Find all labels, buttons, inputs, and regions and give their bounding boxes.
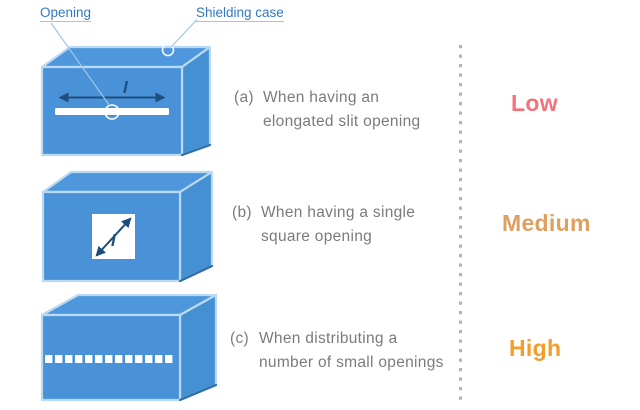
level-low: Low [511, 90, 558, 116]
level-high: High [509, 335, 562, 361]
item-a: (a) When having an elongated slit openin… [234, 86, 420, 134]
square-diagonal-symbol: l [111, 231, 116, 250]
slit-length-symbol: l [123, 78, 128, 97]
box-c-right-face [178, 293, 218, 402]
item-c-text: When distributing a number of small open… [259, 327, 444, 375]
shielding-leader-line [171, 19, 198, 47]
item-c-line2: number of small openings [259, 354, 444, 371]
square-diagonal-arrow [95, 217, 132, 257]
box-b-shadow-edge [178, 264, 214, 283]
shielding-case-label: Shielding case [196, 5, 284, 22]
item-a-line1: When having an [263, 89, 380, 106]
level-medium: Medium [502, 210, 591, 236]
item-a-text: When having an elongated slit opening [263, 86, 420, 134]
opening-callout-circle [104, 104, 120, 120]
item-c-key: (c) [230, 330, 249, 347]
box-a-right-face [180, 45, 212, 157]
item-a-line2: elongated slit opening [263, 113, 421, 130]
small-openings-row [45, 355, 173, 363]
item-a-key: (a) [234, 89, 254, 106]
item-c-line1: When distributing a [259, 330, 398, 347]
slit-opening [55, 108, 169, 115]
shield-box-slit [40, 43, 212, 157]
item-c: (c) When distributing a number of small … [230, 327, 444, 375]
item-b-line2: square opening [261, 228, 373, 245]
shield-box-square [41, 170, 214, 283]
opening-leader-line [50, 22, 110, 106]
callout-leader-lines [50, 19, 198, 106]
box-c-shadow-edge [178, 383, 218, 402]
shielding-callout-circle [161, 43, 175, 57]
item-b-key: (b) [232, 204, 252, 221]
item-b: (b) When having a single square opening [232, 201, 415, 249]
shield-box-small-holes [40, 293, 218, 402]
item-b-line1: When having a single [261, 204, 416, 221]
box-a-shadow-edge [180, 143, 212, 157]
item-b-text: When having a single square opening [261, 201, 415, 249]
opening-label: Opening [40, 5, 92, 22]
box-b-right-face [178, 170, 214, 283]
